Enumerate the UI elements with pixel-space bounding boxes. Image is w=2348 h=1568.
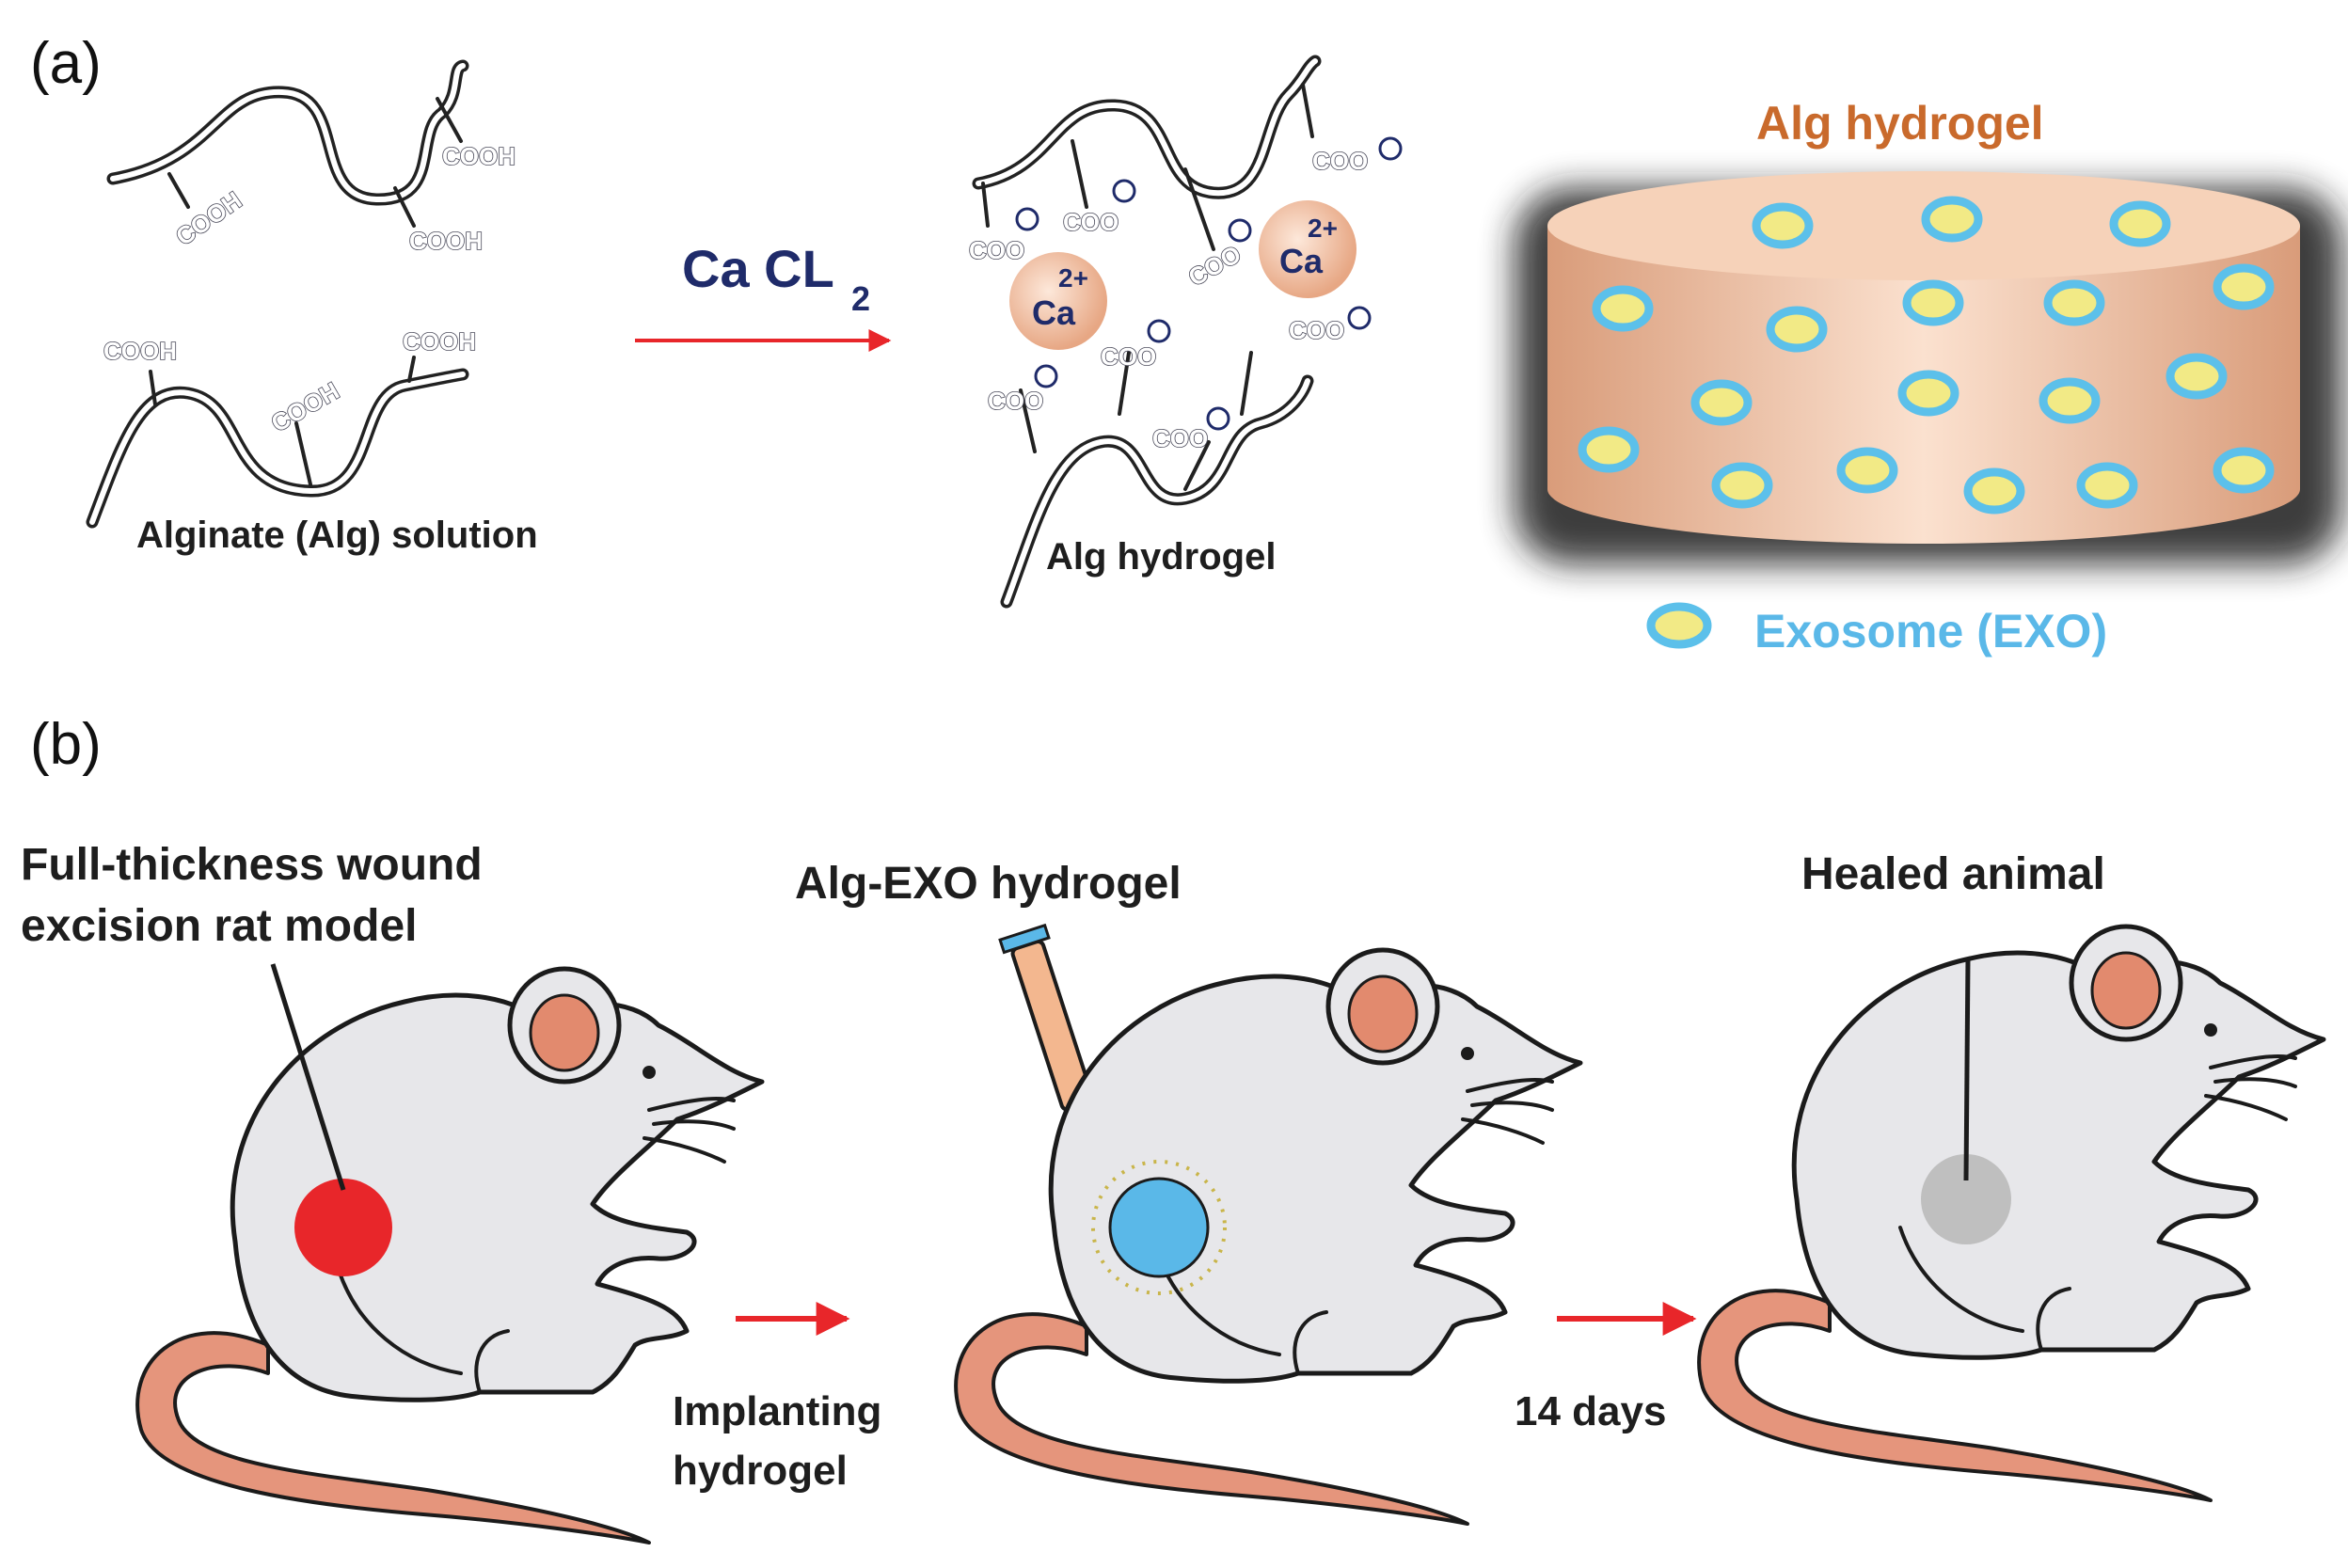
negative-charge-icons [1015, 136, 1403, 431]
svg-text:2+: 2+ [1058, 263, 1088, 293]
healed-animal-label: Healed animal [1801, 849, 2105, 899]
svg-text:COO: COO [1289, 316, 1344, 344]
cylinder-title: Alg hydrogel [1756, 97, 2044, 150]
implanting-label-line2: hydrogel [673, 1448, 848, 1494]
calcium-ion: Ca 2+ [1259, 200, 1356, 298]
rat-wounded [135, 966, 765, 1544]
alg-hydrogel-label: Alg hydrogel [1046, 536, 1276, 578]
cooh-label: COOH [403, 327, 476, 356]
healed-area [1921, 1154, 2011, 1244]
cooh-label: COOH [103, 337, 177, 365]
wound-circle [294, 1179, 392, 1276]
svg-text:2+: 2+ [1308, 214, 1338, 243]
wound-model-label-line1: Full-thickness wound [21, 840, 483, 890]
calcium-ion: Ca 2+ [1009, 252, 1107, 350]
panel-a-label: (a) [30, 31, 102, 96]
wound-model-label-line2: excision rat model [21, 901, 417, 951]
alginate-chain-top [106, 59, 469, 206]
svg-text:COO: COO [1152, 424, 1208, 452]
svg-text:COO: COO [1063, 208, 1118, 236]
exosome-legend-label: Exosome (EXO) [1754, 605, 2107, 657]
svg-text:COO: COO [1101, 342, 1156, 371]
svg-text:Ca: Ca [1032, 293, 1076, 332]
hydrogel-chain-top [972, 55, 1322, 199]
rat-treated [954, 947, 1583, 1526]
svg-text:2: 2 [851, 279, 870, 318]
carboxylate-side-groups [981, 83, 1314, 491]
rat-healed [1697, 924, 2326, 1502]
svg-text:Ca CL: Ca CL [682, 239, 834, 298]
cooh-label: COOH [409, 227, 483, 255]
implanting-label-line1: Implanting [673, 1388, 881, 1434]
svg-text:COO: COO [969, 236, 1024, 264]
exosome-legend-icon [1646, 602, 1712, 649]
cooh-label: COOH [442, 142, 516, 170]
hydrogel-chain-bottom [1000, 374, 1314, 609]
healed-pointer-line [1963, 957, 1971, 1181]
alginate-solution-label: Alginate (Alg) solution [136, 515, 538, 556]
alginate-chain-bottom [86, 368, 469, 529]
reagent-label: Ca CL 2 [682, 239, 870, 318]
svg-text:COO: COO [1312, 147, 1368, 175]
hydrogel-patch [1091, 1160, 1227, 1295]
wound-pointer-line [270, 963, 346, 1191]
panel-b-label: (b) [30, 712, 102, 777]
carboxyl-side-groups [149, 97, 463, 486]
svg-text:Ca: Ca [1279, 242, 1324, 280]
svg-text:COO: COO [988, 387, 1043, 415]
hydrogel-step-label: Alg-EXO hydrogel [795, 859, 1182, 909]
duration-label: 14 days [1515, 1388, 1666, 1434]
exosome-particles [1578, 196, 2275, 515]
cooh-label: COOH [266, 376, 344, 437]
